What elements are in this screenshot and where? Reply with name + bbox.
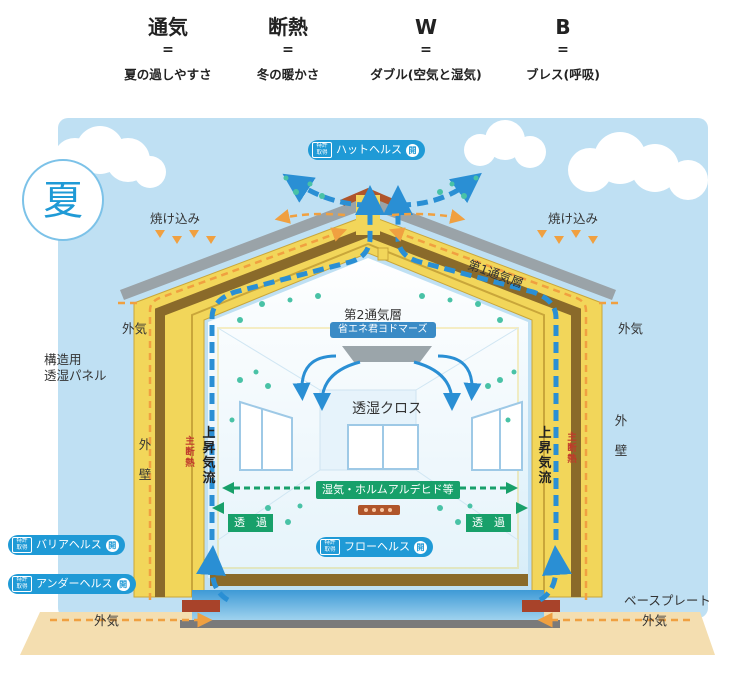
header-sub: 夏の過しやすさ — [124, 67, 212, 82]
patent-icon: 特許 取得 — [320, 539, 340, 555]
header-item-insulation: 断熱 = 冬の暖かさ — [218, 0, 358, 83]
season-badge — [22, 159, 104, 241]
heat-marks — [155, 230, 598, 244]
permeate-left-label: 透 過 — [228, 514, 273, 532]
cloth-label: 透湿クロス — [352, 401, 422, 417]
outside-left-label: 外気 — [122, 321, 148, 336]
base-plate-left — [182, 600, 220, 612]
airflow-paths — [196, 172, 572, 603]
header-eq: = — [557, 42, 569, 58]
floor-board — [210, 574, 528, 586]
open-icon: 開 — [116, 577, 130, 591]
open-icon: 開 — [105, 538, 119, 552]
cloud-right — [568, 132, 708, 200]
header-item-double: W = ダブル(空気と湿気) — [356, 0, 496, 83]
foundation — [180, 620, 560, 628]
patent-icon: 特許 取得 — [312, 142, 332, 158]
hat-health-tag: 特許 取得 ハットヘルス 開 — [308, 140, 425, 160]
yakekomi-right-label: 焼け込み — [548, 211, 599, 226]
wall-right-label: 外 壁 — [614, 413, 628, 458]
patent-icon: 特許 取得 — [12, 537, 32, 553]
rising-right-label: 上 昇 気 流 — [538, 426, 552, 486]
base-plate-right — [522, 600, 560, 612]
open-icon: 開 — [406, 143, 419, 157]
wall-left-label: 外 壁 — [138, 437, 152, 482]
barrier-health-tag: 特許 取得 バリアヘルス 開 — [8, 535, 125, 555]
structural-panel-right — [366, 227, 581, 597]
floor-vent — [358, 505, 400, 515]
under-health-label: アンダーヘルス — [36, 577, 113, 590]
base-plate-label: ベースプレート — [624, 593, 711, 608]
permeate-right-label: 透 過 — [466, 514, 511, 532]
header-eq: = — [420, 42, 432, 58]
yakekomi-left-label: 焼け込み — [150, 211, 201, 226]
season-text: 夏 — [43, 178, 83, 224]
header-big: B — [555, 15, 571, 39]
ventilation-unit — [342, 346, 432, 362]
insulation-left-label: 主 断 熱 — [185, 436, 195, 469]
rising-left-label: 上 昇 気 流 — [202, 426, 216, 486]
underfloor-space — [192, 590, 544, 620]
header-big: W — [414, 15, 438, 39]
header-sub: 冬の暖かさ — [256, 67, 320, 82]
header-big: 通気 — [148, 15, 188, 39]
outside-right-label: 外気 — [618, 321, 644, 336]
structural-panel-left — [155, 227, 370, 597]
window-center — [347, 424, 419, 470]
header-big: 断熱 — [268, 15, 308, 39]
second-layer-label: 第2通気層 — [344, 307, 402, 322]
outside-air-arrows — [50, 209, 690, 628]
device-label: 省エネ君ヨドマーズ — [330, 322, 436, 338]
header-eq: = — [162, 42, 174, 58]
circulation-arrows — [292, 354, 482, 411]
panel-label: 構造用 透湿パネル — [44, 352, 107, 383]
flow-health-tag: 特許 取得 フローヘルス 開 — [316, 537, 433, 557]
open-icon: 開 — [414, 540, 427, 554]
outside-bottom-left-label: 外気 — [94, 613, 120, 628]
header-eq: = — [282, 42, 294, 58]
header-sub: ダブル(空気と湿気) — [370, 67, 482, 82]
patent-icon: 特許 取得 — [12, 576, 32, 592]
outside-bottom-right-label: 外気 — [642, 613, 668, 628]
insulation-right-label: 主 断 熱 — [567, 432, 577, 465]
moisture-label: 湿気・ホルムアルデヒド等 — [316, 481, 460, 499]
moisture-bubbles — [229, 175, 517, 525]
hat-health-label: ハットヘルス — [336, 143, 402, 156]
flow-health-label: フローヘルス — [344, 540, 410, 553]
window-left — [239, 400, 293, 471]
under-health-tag: 特許 取得 アンダーヘルス 開 — [8, 574, 136, 594]
cloud-top-right — [464, 120, 546, 168]
header-item-breath: B = ブレス(呼吸) — [493, 0, 633, 83]
barrier-health-label: バリアヘルス — [36, 538, 102, 551]
header-item-ventilation: 通気 = 夏の過しやすさ — [98, 0, 238, 83]
header-sub: ブレス(呼吸) — [526, 67, 600, 82]
